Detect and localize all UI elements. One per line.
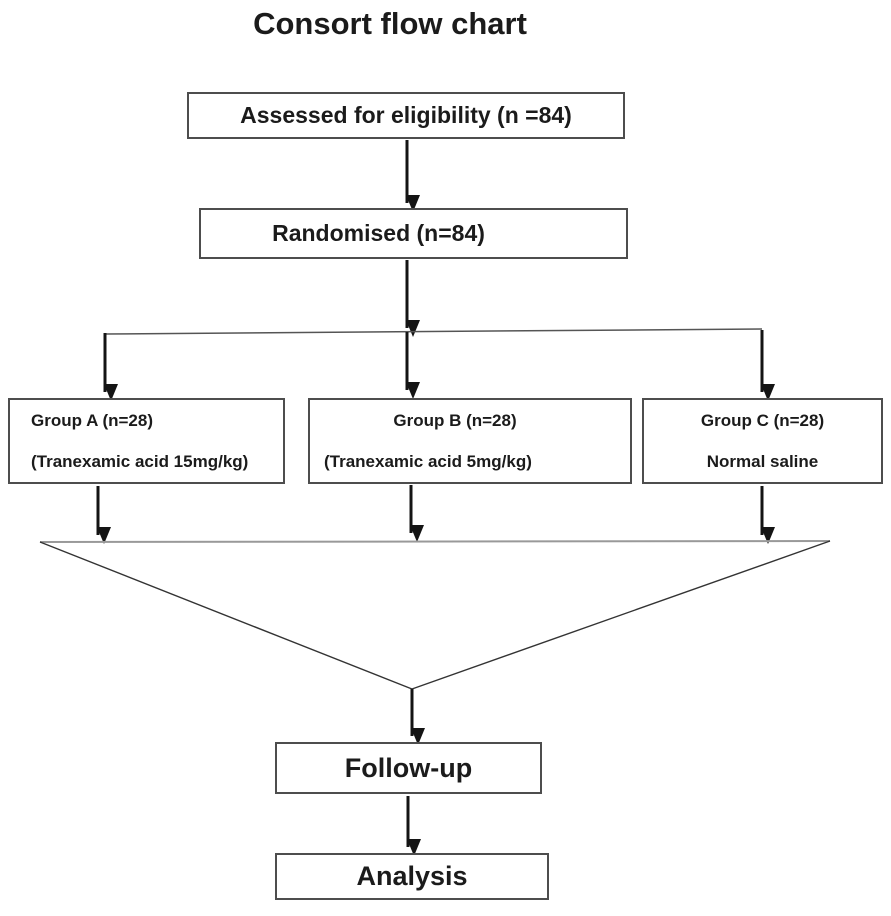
- node-assessed-for-eligibility: Assessed for eligibility (n =84): [187, 92, 625, 139]
- group-b-title: Group B (n=28): [393, 411, 517, 430]
- group-b-subtitle: (Tranexamic acid 5mg/kg): [324, 452, 532, 471]
- node-label: Randomised (n=84): [272, 220, 485, 246]
- funnel-left-edge: [39, 541, 413, 690]
- node-group-b: Group B (n=28) (Tranexamic acid 5mg/kg): [308, 398, 632, 484]
- node-randomised: Randomised (n=84): [199, 208, 628, 259]
- page-title: Consort flow chart: [253, 6, 527, 41]
- node-label: Analysis: [356, 861, 468, 891]
- node-followup: Follow-up: [275, 742, 542, 794]
- branch-line: [104, 328, 763, 335]
- group-c-title: Group C (n=28): [700, 411, 825, 430]
- node-group-a: Group A (n=28) (Tranexamic acid 15mg/kg): [8, 398, 285, 484]
- group-a-subtitle: (Tranexamic acid 15mg/kg): [31, 452, 249, 471]
- node-label: Assessed for eligibility (n =84): [240, 102, 572, 128]
- node-analysis: Analysis: [275, 853, 549, 900]
- node-group-c: Group C (n=28) Normal saline: [642, 398, 883, 484]
- funnel-right-edge: [411, 540, 831, 690]
- group-a-title: Group A (n=28): [31, 411, 153, 430]
- group-c-subtitle: Normal saline: [706, 452, 819, 471]
- node-label: Follow-up: [344, 752, 473, 783]
- funnel-top-edge: [39, 540, 831, 543]
